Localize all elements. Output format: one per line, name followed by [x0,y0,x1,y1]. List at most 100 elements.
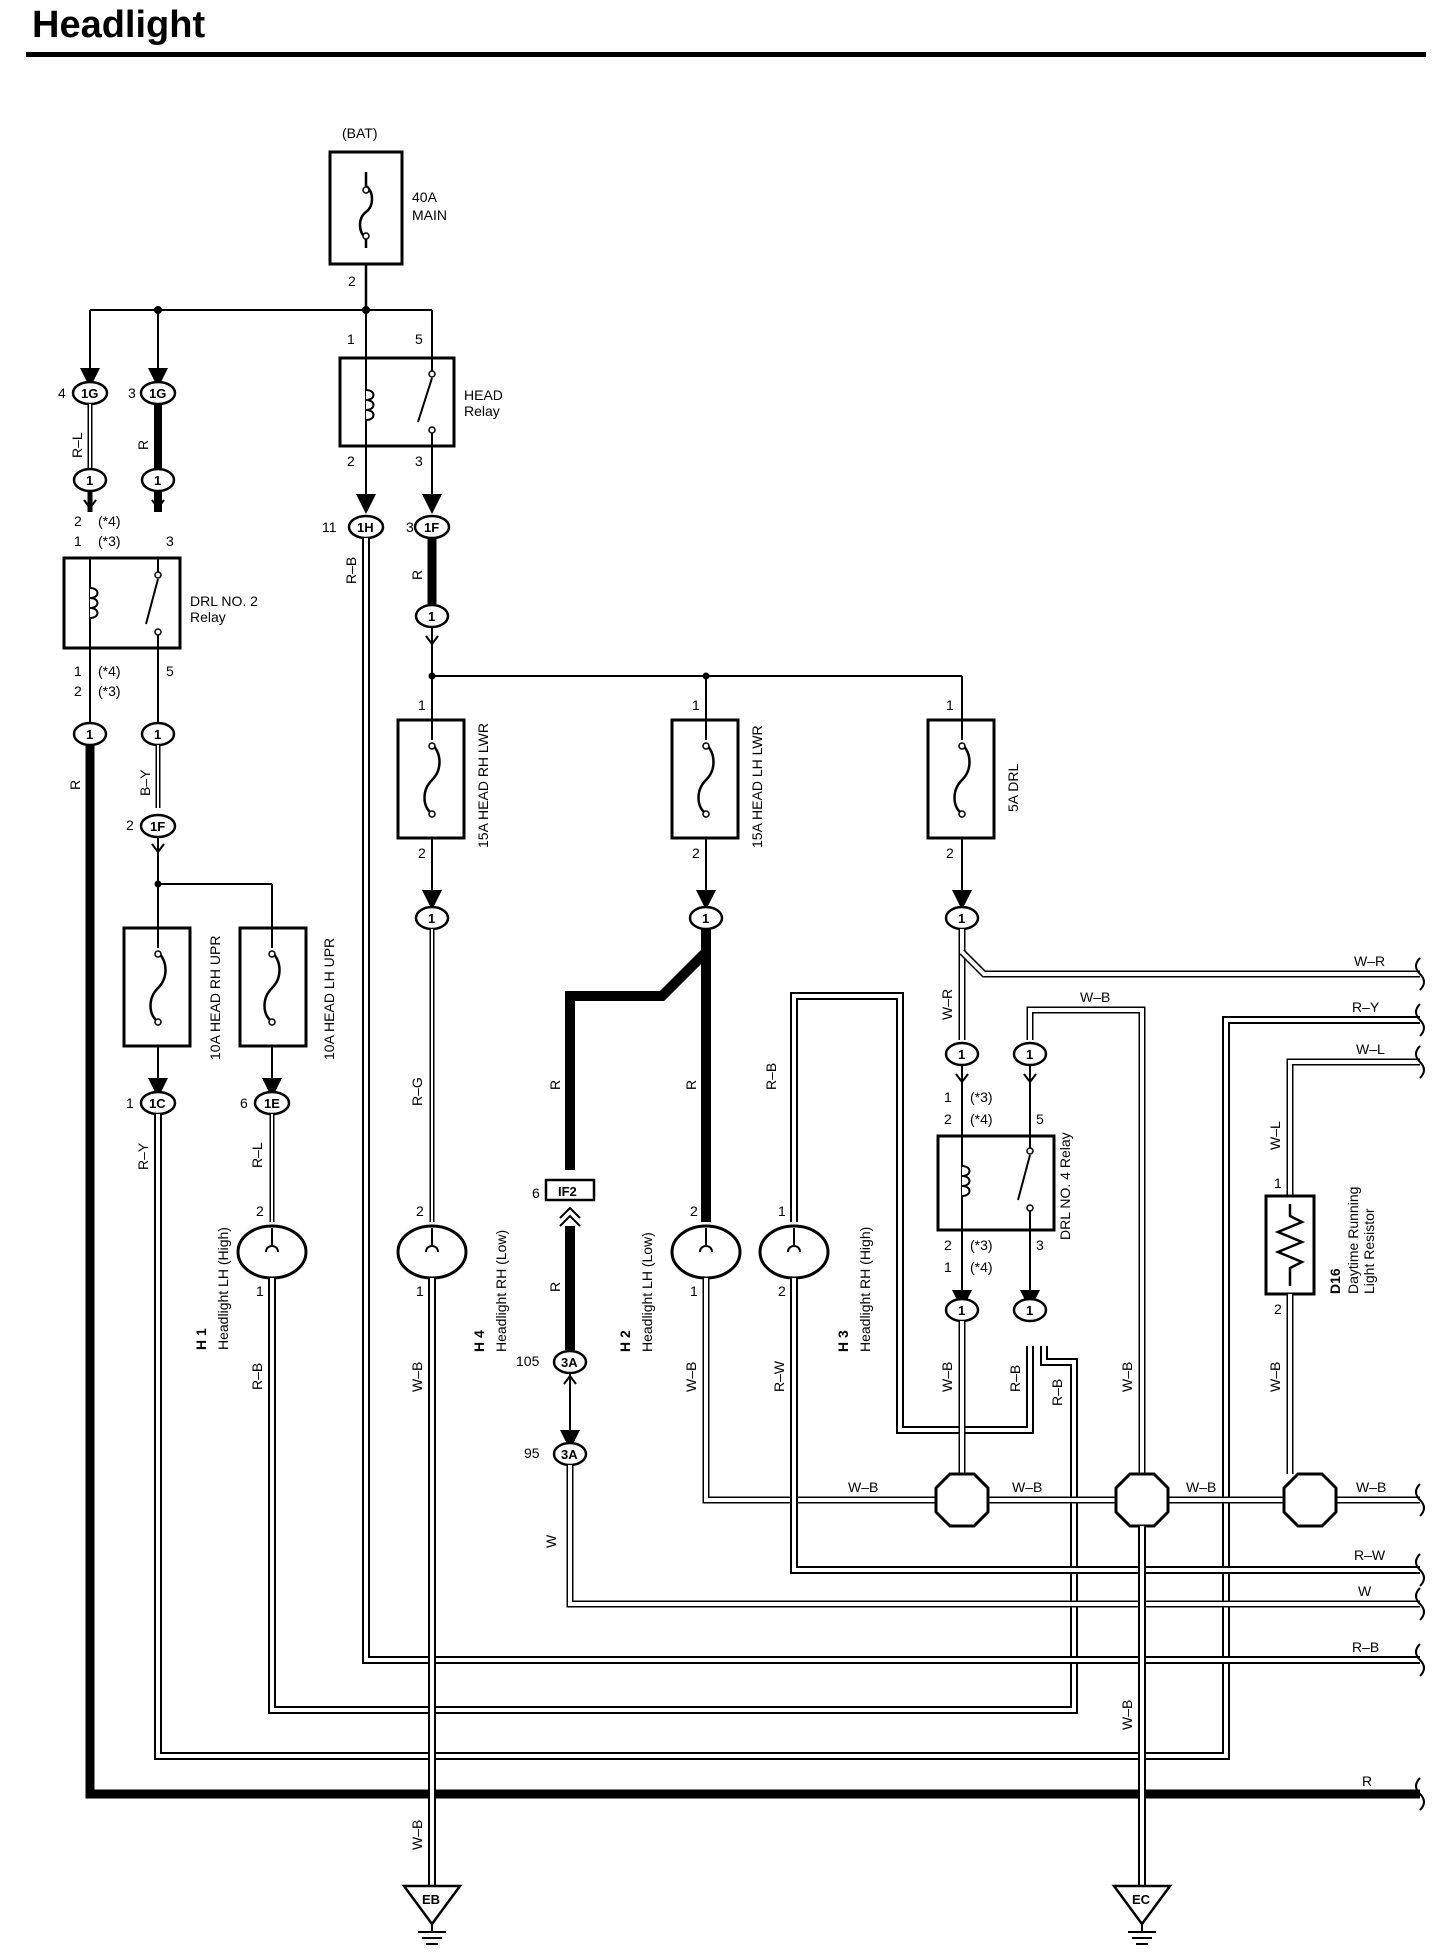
right-edge-rw: R–W [1354,1547,1386,1563]
h4-id: H 4 [471,1330,487,1352]
svg-text:1: 1 [1026,1303,1033,1318]
connector-1-drl4-b [1012,1297,1048,1323]
title-rule [26,52,1426,57]
svg-text:W–B: W–B [1012,1479,1042,1495]
svg-text:3: 3 [166,533,174,549]
d16-name2: Light Resistor [1361,1208,1377,1294]
svg-text:(*4): (*4) [970,1111,993,1127]
svg-text:2: 2 [944,1111,952,1127]
wire-wb-drl4-label: W–B [939,1362,955,1392]
right-edge-wr: W–R [1354,953,1385,969]
main-fuse-pin: 2 [348,273,356,289]
svg-text:2: 2 [944,1237,952,1253]
svg-text:(*3): (*3) [970,1237,993,1253]
wire-rg-label: R–G [409,1077,425,1106]
wire-w-label: W [543,1534,559,1548]
wire-wb-eb-label: W–B [409,1820,425,1850]
svg-text:W–B: W–B [1186,1479,1216,1495]
svg-text:2: 2 [946,845,954,861]
resistor-icon [1274,1204,1306,1286]
head-relay-pin5: 5 [415,331,423,347]
splice-3 [1282,1472,1338,1528]
svg-text:5: 5 [166,663,174,679]
svg-text:1: 1 [944,1259,952,1275]
wire-r-label-1g: R [135,440,151,450]
bulb-filament-icon [787,1245,801,1253]
svg-text:1: 1 [946,697,954,713]
svg-text:1: 1 [692,697,700,713]
splice-1 [934,1472,990,1528]
svg-text:1: 1 [958,911,965,926]
relay-coil-icon [89,587,99,619]
svg-text:6: 6 [532,1185,540,1201]
right-edge-w: W [1358,1583,1372,1599]
svg-text:2: 2 [418,845,426,861]
svg-text:3: 3 [1036,1237,1044,1253]
svg-text:1: 1 [690,1283,698,1299]
wire-wb-h2-label: W–B [683,1362,699,1392]
d16-id: D16 [1327,1268,1343,1294]
conn-1g-a-pin: 4 [58,385,66,401]
wire-rb-drl4b-label: R–B [1049,1379,1065,1406]
svg-text:(*4): (*4) [98,513,121,529]
svg-text:1: 1 [428,609,435,624]
drl4-relay-name: DRL NO. 4 Relay [1057,1132,1073,1240]
bulb-filament-icon [265,1245,279,1253]
h2-id: H 2 [617,1330,633,1352]
svg-text:1: 1 [702,911,709,926]
fuse-rh-upr-label: 10A HEAD RH UPR [207,936,223,1060]
main-fuse-name: MAIN [412,207,447,223]
h2-name: Headlight LH (Low) [639,1232,655,1352]
right-edge-rb: R–B [1352,1639,1379,1655]
wire-wr-label: W–R [939,989,955,1020]
fuse-lh-upr-label: 10A HEAD LH UPR [321,938,337,1060]
svg-text:1: 1 [778,1203,786,1219]
svg-text:1F: 1F [150,819,165,834]
drl4-relay-box [936,1134,1056,1232]
svg-text:IF2: IF2 [558,1184,577,1199]
svg-text:1H: 1H [357,520,374,535]
relay-switch-icon [145,578,159,625]
ground-ec-icon [1111,1884,1173,1927]
relay-switch-icon [1017,1154,1031,1201]
svg-text:(*3): (*3) [970,1089,993,1105]
svg-text:1: 1 [958,1047,965,1062]
svg-text:1G: 1G [81,386,98,401]
svg-text:(*3): (*3) [98,533,121,549]
svg-text:2: 2 [74,683,82,699]
fuse-rh-lwr-label: 15A HEAD RH LWR [475,723,491,848]
h3-id: H 3 [835,1330,851,1352]
wire-wb-h4-label: W–B [409,1362,425,1392]
right-edge-ry: R–Y [1352,999,1380,1015]
wire-rb-h1-label: R–B [249,1363,265,1390]
wire-rl-h1-label: R–L [249,1142,265,1168]
drl2-relay-name: DRL NO. 2 [190,593,258,609]
svg-text:(*3): (*3) [98,683,121,699]
drl2-relay-box [62,556,182,650]
fuse-lh-lwr-label: 15A HEAD LH LWR [749,725,765,848]
svg-text:2: 2 [692,845,700,861]
svg-text:2: 2 [126,817,134,833]
svg-text:11: 11 [322,519,337,535]
svg-text:W–B: W–B [1080,989,1110,1005]
svg-text:1C: 1C [149,1096,166,1111]
svg-text:6: 6 [240,1095,248,1111]
head-relay-pin3: 3 [415,453,423,469]
relay-coil-icon [365,389,375,421]
d16-name: Daytime Running [1345,1187,1361,1294]
wire-r-3a-label: R [547,1282,563,1292]
svg-text:2: 2 [690,1203,698,1219]
conn-1g-b-pin: 3 [128,385,136,401]
svg-text:1: 1 [1274,1175,1282,1191]
wire-rb-drl4-label: R–B [1007,1365,1023,1392]
svg-text:3A: 3A [561,1447,578,1462]
svg-text:1: 1 [256,1283,264,1299]
fuse-element-icon [358,172,374,248]
right-edge-wl: W–L [1356,1041,1385,1057]
svg-text:EC: EC [1132,1892,1151,1907]
ground-eb-icon [401,1884,463,1927]
svg-text:2: 2 [778,1283,786,1299]
svg-text:2: 2 [1274,1301,1282,1317]
svg-text:EB: EB [422,1892,440,1907]
head-relay-pin1: 1 [347,331,355,347]
